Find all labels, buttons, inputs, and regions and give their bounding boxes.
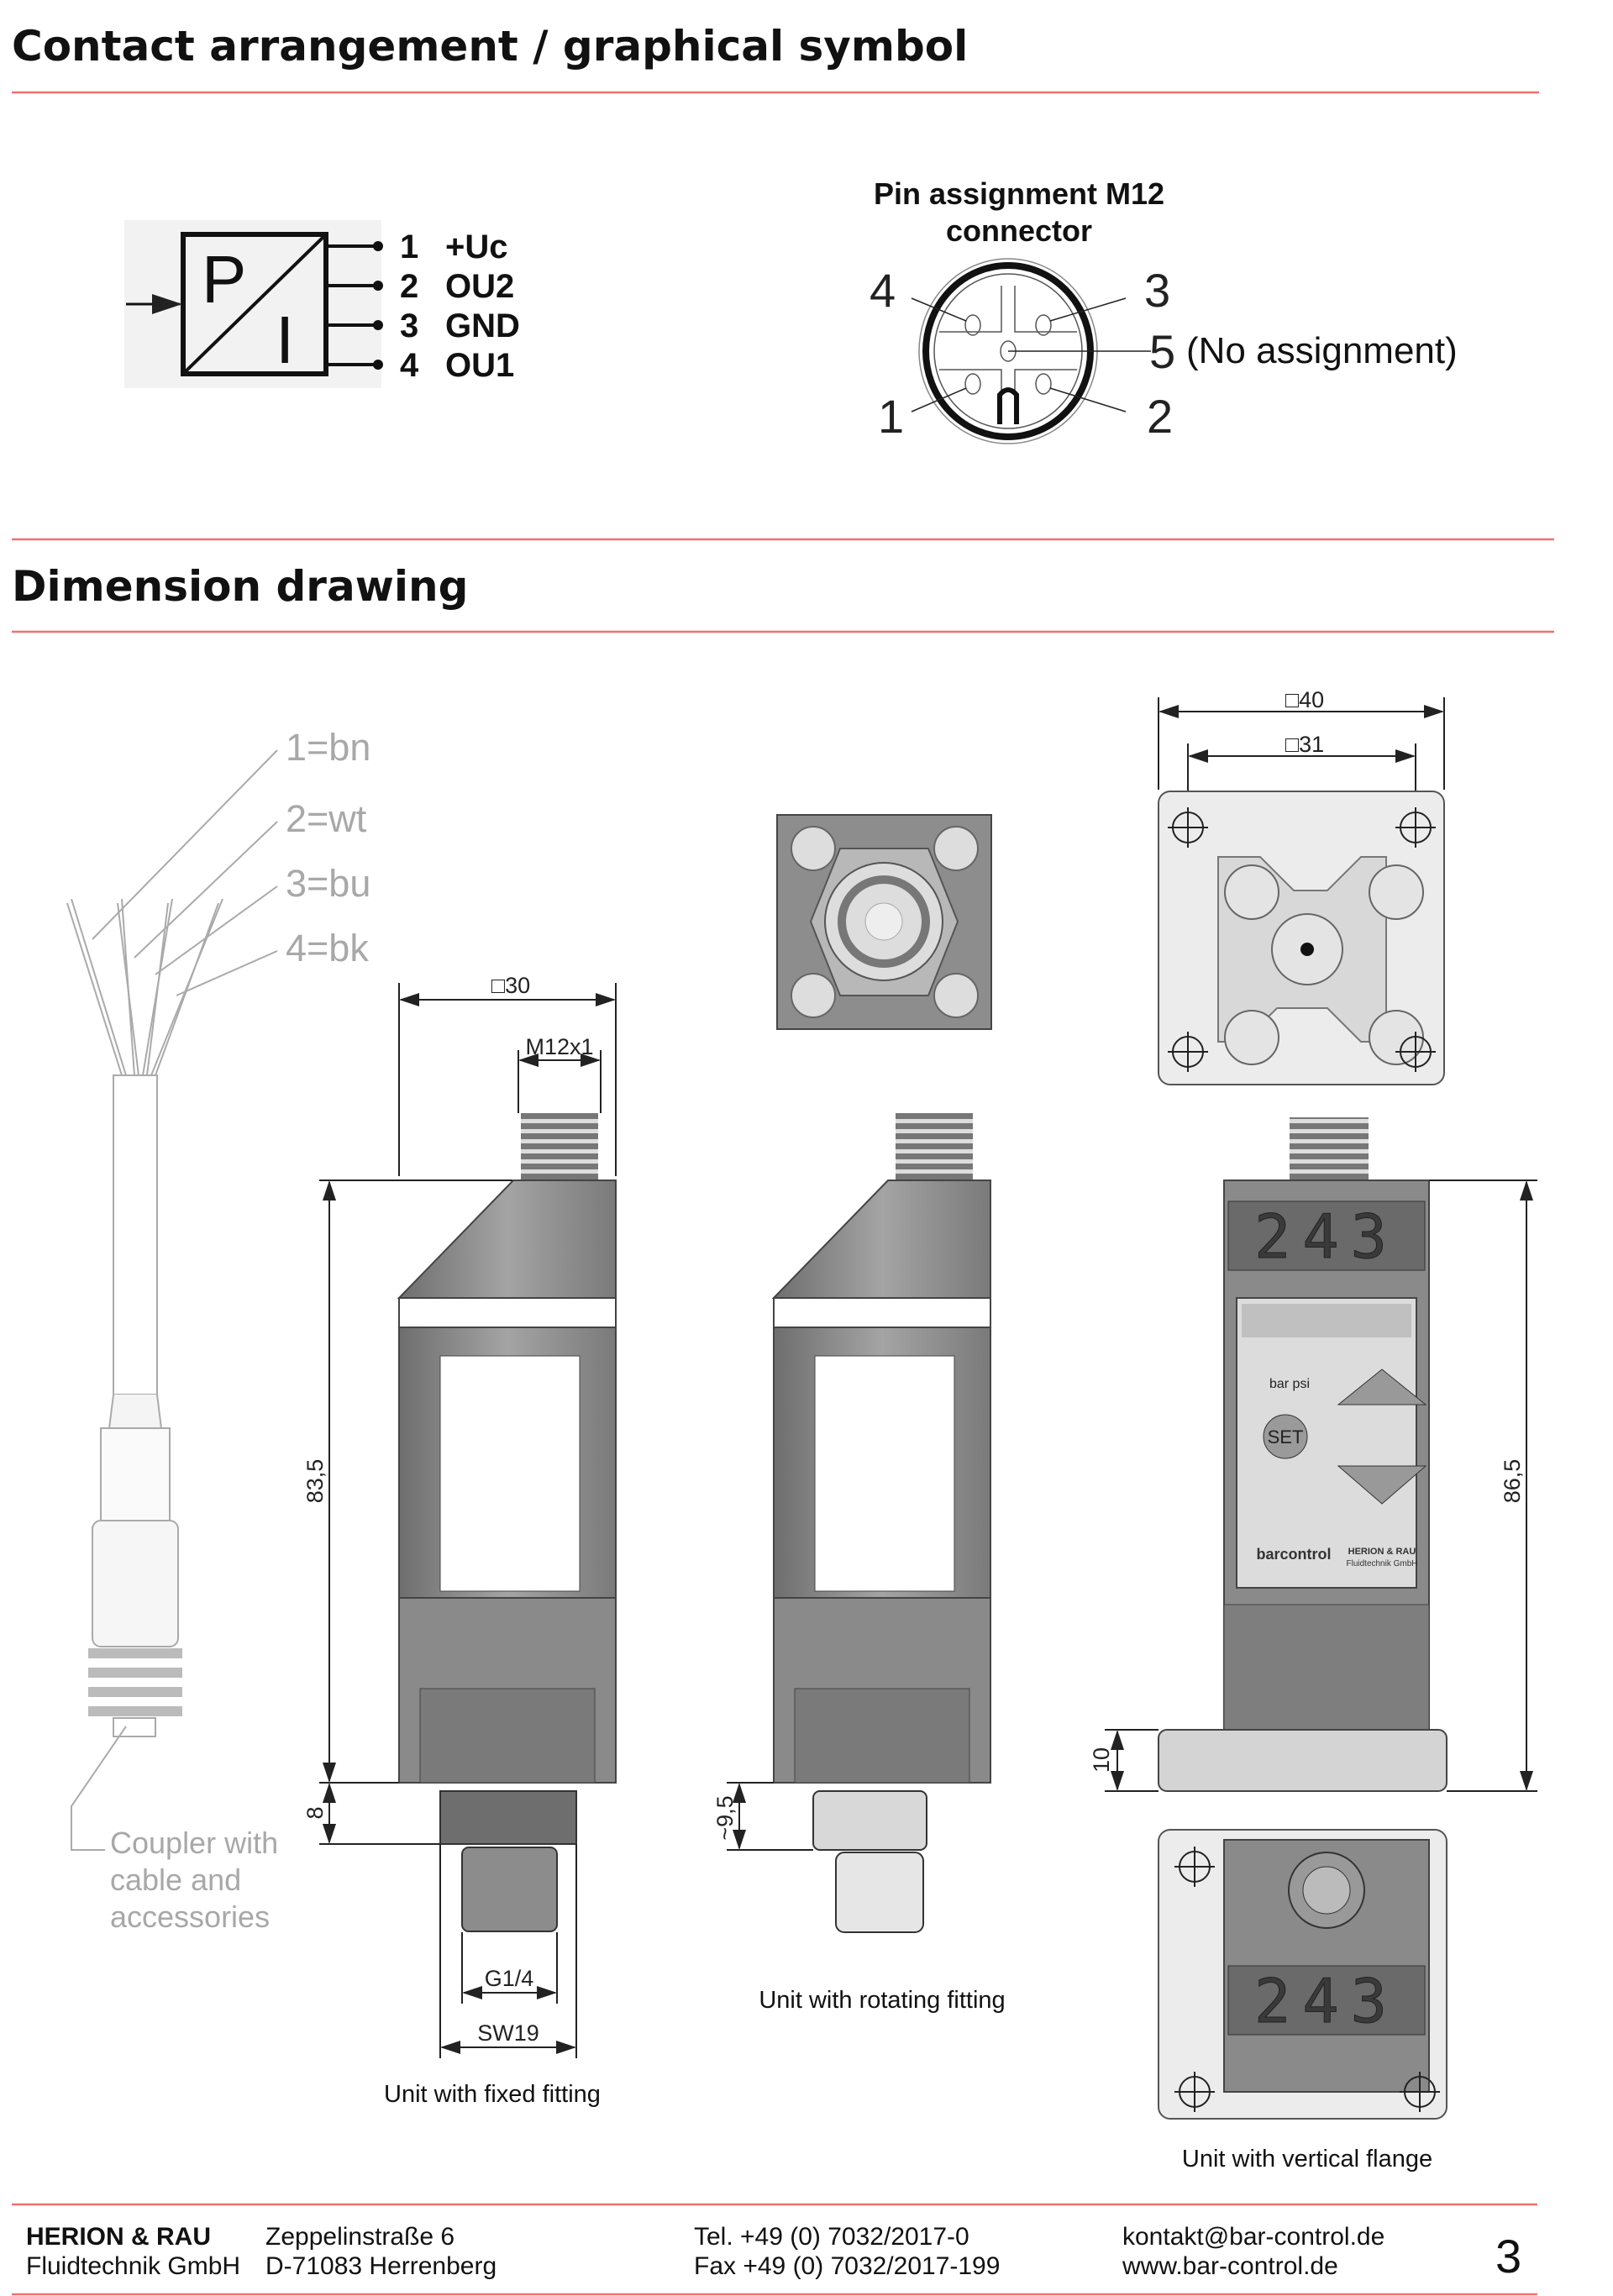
dim-flange-10: 10 — [1089, 1747, 1114, 1773]
dim-fitting-8: 8 — [302, 1806, 328, 1819]
dim-height-86-5: 86,5 — [1500, 1459, 1525, 1504]
coupler-label: cable and — [110, 1863, 241, 1897]
dim-g1-4: G1/4 — [485, 1966, 534, 1991]
connector-pin-3: 3 — [1144, 264, 1170, 317]
dim-square-31: □31 — [1285, 732, 1324, 757]
connector-title-2: connector — [946, 213, 1092, 248]
wire-label-3: 3=bu — [286, 862, 370, 905]
pin5-note: (No assignment) — [1186, 330, 1458, 371]
dim-square-30: □30 — [491, 973, 530, 998]
pin-2-num: 2 — [400, 268, 418, 305]
connector-pin-4: 4 — [870, 264, 896, 317]
connector-pin-5: 5 — [1149, 325, 1175, 378]
footer-email-link[interactable]: kontakt@bar-control.de — [1122, 2223, 1384, 2251]
footer-city: D-71083 Herrenberg — [265, 2252, 497, 2280]
caption-flange: Unit with vertical flange — [1182, 2146, 1432, 2173]
coupler-label: accessories — [110, 1899, 270, 1934]
wire-label-4: 4=bk — [286, 927, 369, 969]
unit-fixed-fitting-drawing: □30 M12x1 83,5 8 G1/4 SW19 Unit with fix… — [302, 973, 617, 2108]
wire-label-2: 2=wt — [286, 797, 367, 840]
footer-fax: Fax +49 (0) 7032/2017-199 — [694, 2252, 1000, 2280]
caption-rotating: Unit with rotating fitting — [759, 1987, 1005, 2014]
graphical-symbol: P I 1 +Uc 2 OU2 3 GND 4 OU1 — [124, 220, 520, 388]
symbol-i: I — [276, 302, 294, 377]
brand-label: barcontrol — [1256, 1546, 1331, 1563]
pin-4-num: 4 — [400, 347, 419, 384]
coupler-label: Coupler with — [110, 1826, 278, 1860]
wire-label-1: 1=bn — [286, 726, 370, 769]
footer-company: HERION & RAU — [26, 2223, 211, 2251]
footer: HERION & RAU Fluidtechnik GmbH Zeppelins… — [12, 2203, 1537, 2296]
unit-rotating-fitting-drawing: ~9,5 Unit with rotating fitting — [712, 814, 1006, 2014]
connector-pin-2: 2 — [1147, 390, 1173, 443]
dim-fitting-9-5: ~9,5 — [712, 1795, 738, 1840]
set-button: SET — [1268, 1426, 1304, 1447]
footer-web-link[interactable]: www.bar-control.de — [1122, 2252, 1338, 2280]
unit-labels: bar psi — [1269, 1377, 1310, 1391]
m12-connector-diagram: Pin assignment M12 connector 4 3 5 1 2 (… — [870, 176, 1458, 444]
page-number: 3 — [1495, 2230, 1521, 2283]
pin-3-num: 3 — [400, 307, 418, 344]
connector-title: Pin assignment M12 — [874, 176, 1164, 211]
dim-sw19: SW19 — [477, 2020, 539, 2046]
pin-1-num: 1 — [400, 229, 418, 265]
symbol-p: P — [202, 242, 246, 317]
display-value: 243 — [1254, 1201, 1399, 1272]
footer-street: Zeppelinstraße 6 — [265, 2223, 454, 2251]
pin-1-label: +Uc — [445, 229, 508, 265]
dim-m12x1: M12x1 — [525, 1034, 593, 1059]
pin-2-label: OU2 — [445, 268, 514, 305]
footer-company-sub: Fluidtechnik GmbH — [26, 2252, 240, 2280]
maker-label: HERION & RAU — [1348, 1547, 1416, 1557]
pin-4-label: OU1 — [445, 347, 514, 384]
section-title-contact: Contact arrangement / graphical symbol — [12, 22, 968, 71]
connector-pin-1: 1 — [878, 390, 904, 443]
dim-square-40: □40 — [1285, 687, 1324, 712]
footer-tel: Tel. +49 (0) 7032/2017-0 — [694, 2223, 969, 2251]
maker-sub-label: Fluidtechnik GmbH — [1346, 1559, 1417, 1568]
section-title-dimension: Dimension drawing — [12, 562, 468, 611]
display-value-bottom: 243 — [1254, 1966, 1399, 2036]
unit-vertical-flange-drawing: □40 □31 243 bar psi SET barcontrol HERIO… — [1089, 687, 1537, 2173]
caption-fixed: Unit with fixed fitting — [384, 2081, 601, 2108]
dim-height-83-5: 83,5 — [302, 1459, 328, 1504]
cable-coupler-drawing: 1=bn 2=wt 3=bu 4=bk Coupler with cable a… — [66, 726, 370, 1934]
pin-3-label: GND — [445, 307, 520, 344]
